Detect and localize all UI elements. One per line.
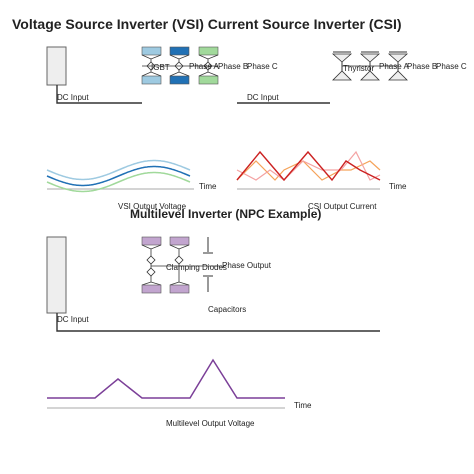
npc-switch-1-bottom	[141, 284, 162, 294]
npc-switch-leg-2	[169, 236, 190, 294]
csi-wave-pink	[236, 150, 381, 181]
vsi-dc-bus	[56, 85, 142, 104]
igbt-a-top	[141, 46, 162, 56]
capacitor-lower-icon	[203, 275, 213, 292]
csi-wave-red	[236, 150, 381, 182]
csi-phase-c-label: Phase C	[436, 62, 467, 71]
csi-waveform-caption: CSI Output Current	[308, 202, 377, 211]
npc-switch-1-top	[141, 236, 162, 246]
vsi-waveform-caption: VSI Output Voltage	[118, 202, 187, 211]
npc-switch-2-top	[169, 236, 190, 246]
npc-dc-bus	[56, 313, 380, 332]
vsi-circuit: DC Input	[46, 46, 278, 104]
csi-dc-input-label: DC Input	[247, 93, 279, 102]
phase-output-label: Phase Output	[222, 261, 272, 270]
csi-wave-orange	[236, 160, 381, 181]
clamping-diodes-label: Clamping Diodes	[166, 263, 227, 272]
multilevel-time-label: Time	[294, 401, 312, 410]
vsi-wave-light-blue	[46, 159, 191, 181]
main-title: Voltage Source Inverter (VSI) Current So…	[12, 16, 402, 32]
csi-time-label: Time	[389, 182, 407, 191]
vsi-switch-pair-b	[169, 46, 190, 85]
multilevel-title: Multilevel Inverter (NPC Example)	[130, 207, 321, 221]
csi-circuit: Thyristor Phase A Phase B Phase C DC Inp…	[237, 51, 467, 104]
vsi-dc-source	[46, 46, 67, 86]
capacitors-label: Capacitors	[208, 305, 246, 314]
igbt-a-bottom	[141, 75, 162, 85]
vsi-time-label: Time	[199, 182, 217, 191]
capacitor-upper-icon	[203, 237, 213, 254]
npc-diode-2	[146, 267, 156, 277]
igbt-c-top	[198, 46, 219, 56]
vsi-phase-b-label: Phase B	[218, 62, 248, 71]
vsi-switch-pair-a	[141, 46, 162, 85]
csi-phase-a-label: Phase A	[379, 62, 409, 71]
csi-thyristor-b	[359, 51, 381, 81]
vsi-wave-dark-blue	[46, 165, 191, 187]
csi-phase-b-label: Phase B	[407, 62, 437, 71]
npc-diode-3	[174, 255, 184, 265]
multilevel-waveform-plot: Time Multilevel Output Voltage	[47, 358, 312, 428]
vsi-phase-c-label: Phase C	[247, 62, 278, 71]
csi-thyristor-bank: Thyristor Phase A Phase B Phase C	[331, 51, 467, 81]
vsi-switch-bank: IGBT Phase A Phase B Phase C	[141, 46, 278, 85]
npc-switch-2-bottom	[169, 284, 190, 294]
npc-circuit: DC Input Clamping Diodes	[46, 236, 380, 332]
vsi-dc-input-label: DC Input	[57, 93, 89, 102]
npc-dc-input-label: DC Input	[57, 315, 89, 324]
igbt-c-bottom	[198, 75, 219, 85]
igbt-label: IGBT	[151, 63, 170, 72]
npc-dc-source	[46, 236, 67, 314]
npc-switch-leg-1	[141, 236, 162, 294]
vsi-wave-green	[46, 171, 191, 193]
csi-thyristor-a	[331, 51, 353, 81]
vsi-waveform-plot: Time VSI Output Voltage	[46, 159, 217, 211]
thyristor-label: Thyristor	[343, 64, 374, 73]
vsi-phase-a-label: Phase A	[189, 62, 219, 71]
multilevel-waveform-caption: Multilevel Output Voltage	[166, 419, 255, 428]
igbt-b-top	[169, 46, 190, 56]
csi-thyristor-c	[387, 51, 409, 81]
igbt-b-bottom	[169, 75, 190, 85]
multilevel-output-wave	[47, 358, 285, 399]
csi-waveform-plot: Time CSI Output Current	[236, 150, 407, 211]
npc-diode-1	[146, 255, 156, 265]
